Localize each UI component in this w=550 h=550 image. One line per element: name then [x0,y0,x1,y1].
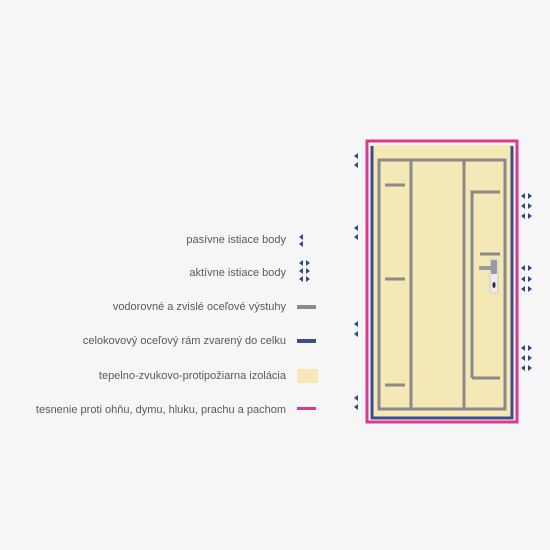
steel-reinforcement-symbol [297,305,316,309]
legend-label-steel-frame: celokovový oceľový rám zvarený do celku [82,335,286,347]
active-locking-points-right [521,193,532,371]
door-handle [479,258,499,294]
steel-reinforcements [377,158,507,411]
seal-symbol [297,407,316,410]
steel-frame-symbol [297,339,316,343]
legend-label-insulation: tepelno-zvukovo-protipožiarna izolácia [98,370,286,382]
legend-label-steel-reinforcement: vodorovné a zvislé oceľové výstuhy [112,301,286,313]
active-points-symbol [299,260,310,282]
door-seal [365,139,519,424]
passive-locking-points-left [354,153,358,410]
legend-label-seal: tesnenie proti ohňu, dymu, hluku, prachu… [35,404,286,416]
legend-label-active-points: aktívne istiace body [189,267,286,279]
legend-symbols [297,234,318,410]
passive-points-symbol [299,234,303,247]
legend-label-passive-points: pasívne istiace body [186,234,286,246]
door [365,139,519,424]
door-frame [370,146,514,420]
insulation-symbol [297,369,318,383]
